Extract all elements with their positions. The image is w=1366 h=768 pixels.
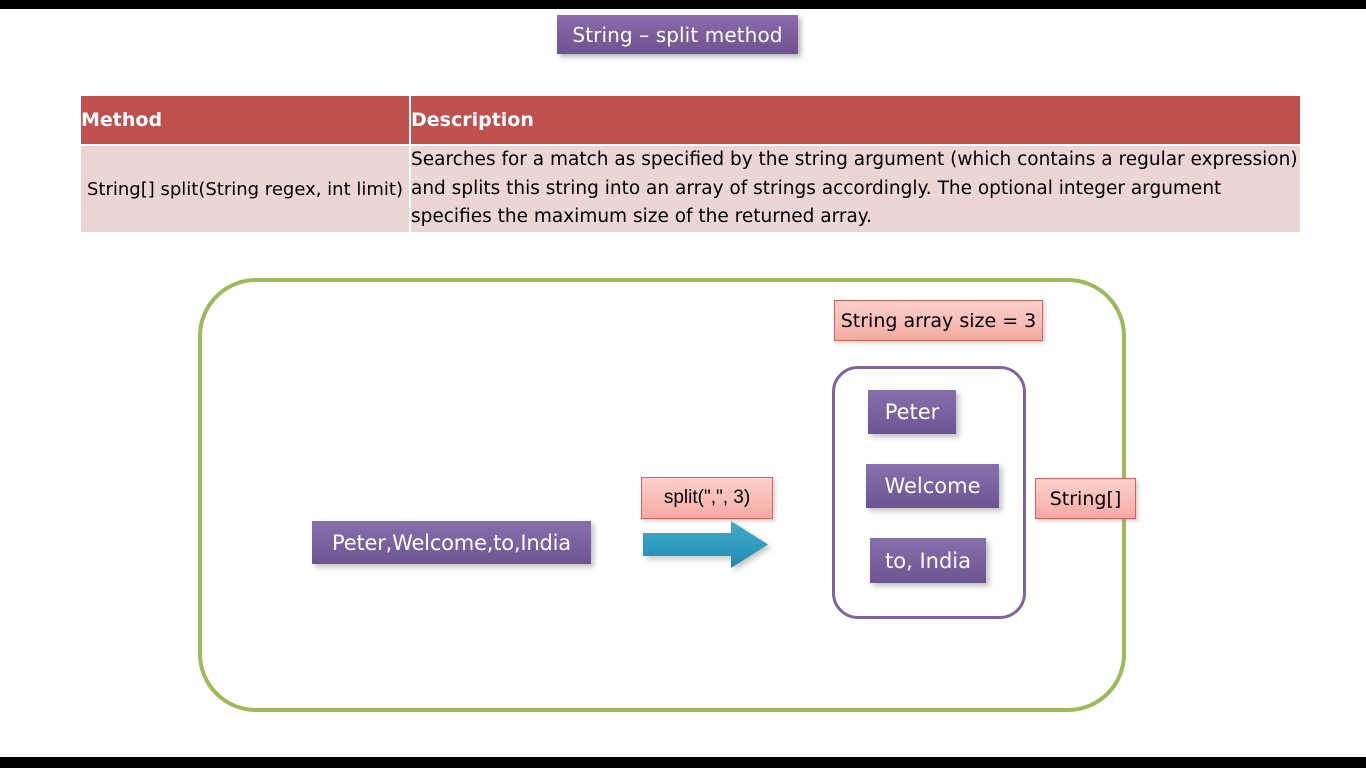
table-header: Method Description <box>81 96 1300 146</box>
cell-method-signature: String[] split(String regex, int limit) <box>81 146 411 233</box>
result-type-label: String[] <box>1035 478 1136 519</box>
letterbox-bottom <box>0 757 1366 768</box>
column-header-method: Method <box>81 96 411 146</box>
column-header-description: Description <box>411 96 1300 146</box>
method-table: Method Description String[] split(String… <box>81 96 1300 233</box>
letterbox-top <box>0 0 1366 9</box>
cell-method-description: Searches for a match as specified by the… <box>411 146 1300 233</box>
right-block-arrow-icon <box>643 521 768 568</box>
table-row: String[] split(String regex, int limit) … <box>81 146 1300 233</box>
array-element-0: Peter <box>868 390 956 434</box>
input-string-box: Peter,Welcome,to,India <box>312 521 591 564</box>
slide-title-banner: String – split method <box>557 15 798 54</box>
table-header-row: Method Description <box>81 96 1300 146</box>
array-element-2: to, India <box>870 538 986 583</box>
array-size-label: String array size = 3 <box>834 300 1043 341</box>
split-operation-label: split(",", 3) <box>641 477 773 519</box>
page-title: String – split method <box>572 22 783 47</box>
table-body: String[] split(String regex, int limit) … <box>81 146 1300 233</box>
array-element-1: Welcome <box>866 464 999 508</box>
